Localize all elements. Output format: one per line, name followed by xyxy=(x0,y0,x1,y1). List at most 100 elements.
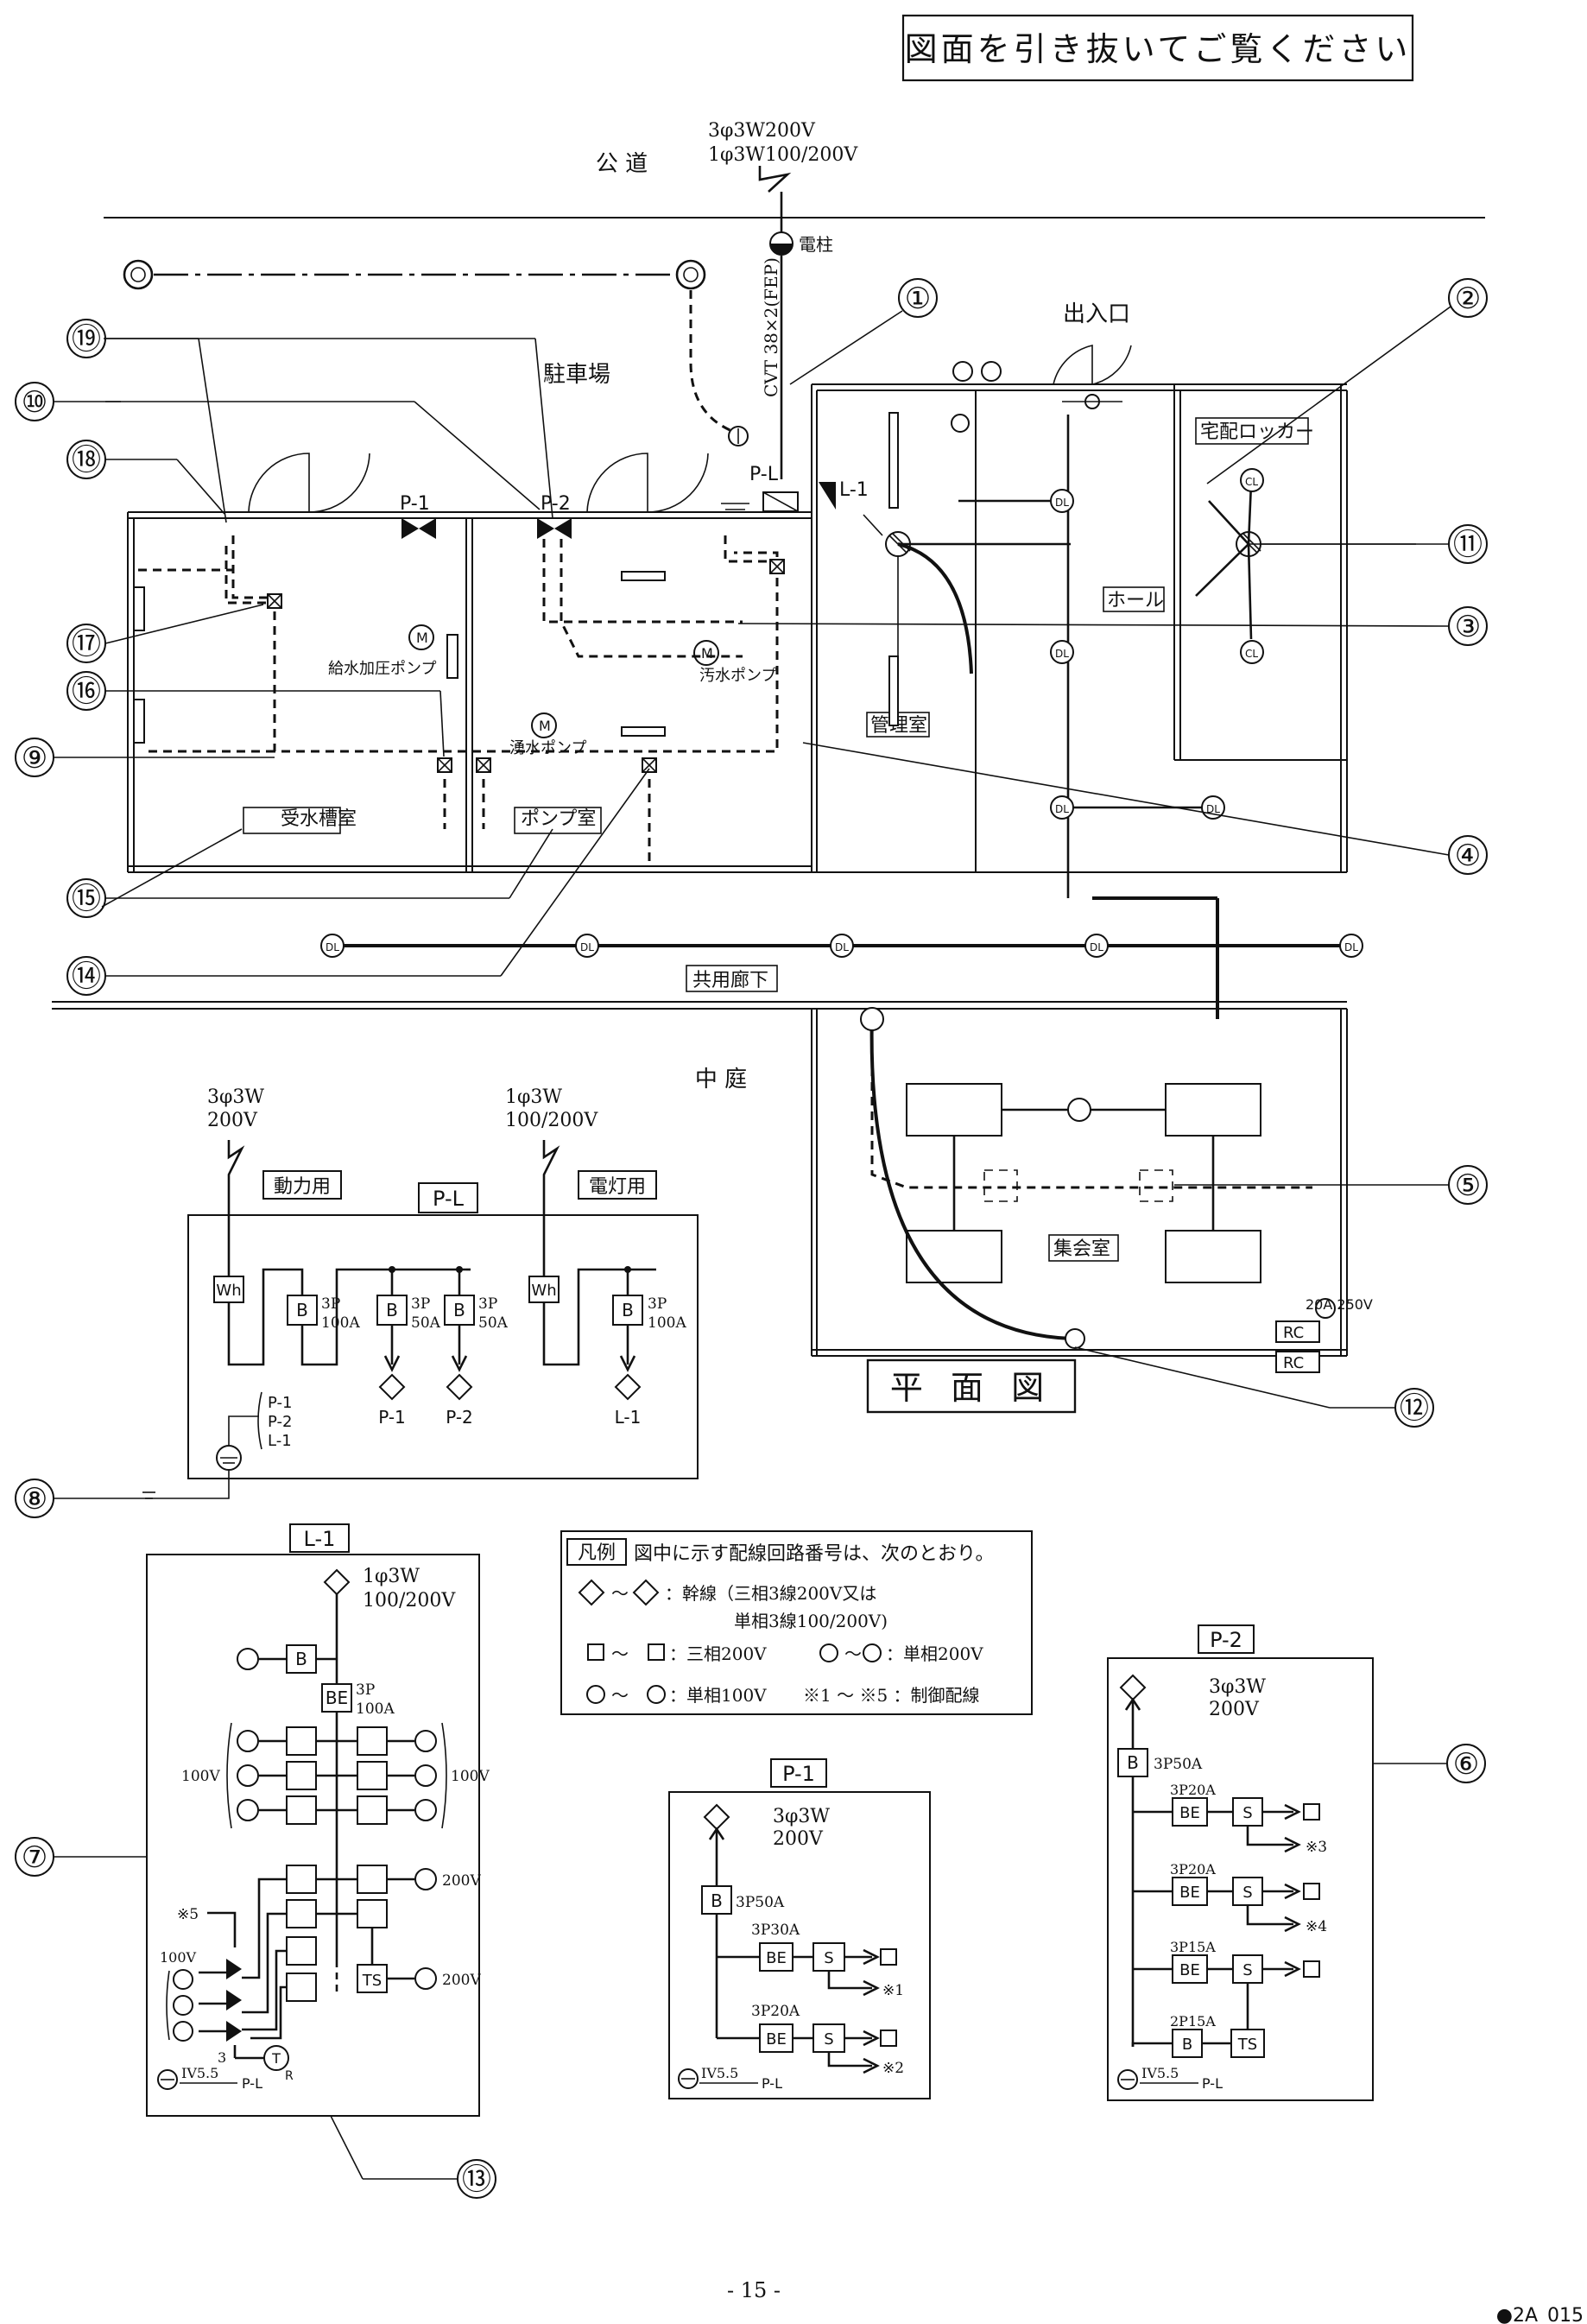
meeting-room-label: 集会室 xyxy=(1053,1238,1110,1260)
svg-text:3φ3W: 3φ3W xyxy=(207,1086,264,1108)
svg-text:200V: 200V xyxy=(773,1828,824,1850)
svg-text:P-2: P-2 xyxy=(541,493,571,515)
svg-text:DL: DL xyxy=(1055,648,1069,660)
callout-markers: ① ② ③ ④ ⑤ ⑥ ⑦ ⑧ ⑨ ⑩ ⑪ ⑫ ⑬ ⑭ ⑮ ⑯ ⑰ ⑱ ⑲ xyxy=(15,278,1488,2199)
svg-text:P-2: P-2 xyxy=(268,1413,292,1431)
svg-text:DL: DL xyxy=(835,941,849,953)
svg-text:⑨: ⑨ xyxy=(22,741,47,776)
svg-text:100A: 100A xyxy=(648,1314,686,1332)
svg-text:3P30A: 3P30A xyxy=(751,1922,800,1939)
svg-text:～: ～ xyxy=(611,1643,629,1664)
svg-text:1φ3W: 1φ3W xyxy=(505,1086,562,1108)
svg-text:TS: TS xyxy=(1237,2036,1257,2054)
svg-text:DL: DL xyxy=(1344,941,1358,953)
svg-text:②: ② xyxy=(1455,282,1481,316)
gate-light-right xyxy=(675,259,706,290)
svg-text:1φ3W: 1φ3W xyxy=(363,1566,420,1587)
corridor-label: 共用廊下 xyxy=(692,970,768,991)
svg-text:単相3線100/200V): 単相3線100/200V) xyxy=(734,1611,888,1631)
pump-room-wiring xyxy=(231,535,779,753)
svg-text:200V: 200V xyxy=(442,1872,481,1890)
gate-light-left xyxy=(123,259,154,290)
svg-text:P-2: P-2 xyxy=(1210,1628,1242,1652)
service-drop xyxy=(758,166,792,193)
pump-p1: P-1 給水加圧ポンプ M xyxy=(328,493,436,678)
svg-text:IV5.5: IV5.5 xyxy=(181,2065,218,2081)
svg-text:⑱: ⑱ xyxy=(72,443,101,478)
panel-p2-diagram: P-2 3φ3W 200V B 3P50A 3P20A 3P20A 3P15A … xyxy=(1107,1624,1374,2101)
svg-text:P-L: P-L xyxy=(749,464,779,485)
svg-text:⑤: ⑤ xyxy=(1455,1168,1481,1203)
svg-text:Wh: Wh xyxy=(216,1282,241,1300)
panel-pl-diagram: P-L 3φ3W 200V 1φ3W 100/200V 動力用 電灯用 Wh W… xyxy=(142,1086,699,1499)
svg-text:BE: BE xyxy=(1179,1884,1200,1902)
svg-text:M: M xyxy=(539,718,551,734)
svg-text:T: T xyxy=(271,2050,281,2067)
svg-text:④: ④ xyxy=(1455,839,1481,873)
svg-text:B: B xyxy=(295,1649,307,1669)
svg-text:DL: DL xyxy=(1055,497,1069,509)
svg-text:DL: DL xyxy=(1090,941,1103,953)
svg-text:100/200V: 100/200V xyxy=(363,1590,456,1612)
svg-text:200V: 200V xyxy=(1209,1699,1260,1720)
svg-text:DL: DL xyxy=(326,941,339,953)
svg-text:：三相200V: ：三相200V xyxy=(669,1643,767,1664)
svg-text:B: B xyxy=(1182,2036,1192,2054)
svg-text:電柱: 電柱 xyxy=(799,234,833,255)
svg-text:3P: 3P xyxy=(356,1681,375,1699)
svg-text:※3: ※3 xyxy=(1306,1839,1327,1856)
svg-text:S: S xyxy=(824,1949,833,1967)
main-building xyxy=(811,383,1348,873)
svg-text:電灯用: 電灯用 xyxy=(589,1176,646,1198)
fluorescent-light xyxy=(621,726,666,737)
svg-text:3P50A: 3P50A xyxy=(1154,1756,1203,1773)
svg-text:⑬: ⑬ xyxy=(462,2163,491,2197)
svg-text:3φ3W: 3φ3W xyxy=(1209,1676,1266,1698)
svg-text:L-1: L-1 xyxy=(304,1527,336,1551)
svg-text:3P20A: 3P20A xyxy=(1170,1861,1216,1878)
svg-text:※1: ※1 xyxy=(882,1982,904,1999)
svg-text:100A: 100A xyxy=(321,1314,360,1332)
svg-text:3P20A: 3P20A xyxy=(751,2003,800,2020)
hall-wiring: DL DL DL DL CL CL xyxy=(863,415,1416,898)
svg-text:CL: CL xyxy=(1245,476,1258,488)
ground-outlet xyxy=(728,426,749,446)
svg-text:3P: 3P xyxy=(321,1295,340,1313)
svg-text:B: B xyxy=(711,1890,723,1911)
svg-text:B: B xyxy=(622,1300,634,1320)
svg-text:B: B xyxy=(386,1300,398,1320)
svg-text:S: S xyxy=(1242,1961,1252,1979)
meeting-room xyxy=(860,1007,1312,1349)
svg-text:動力用: 動力用 xyxy=(274,1176,331,1198)
svg-text:⑪: ⑪ xyxy=(1453,528,1483,562)
svg-text:L-1: L-1 xyxy=(615,1407,642,1428)
svg-text:：単相200V: ：単相200V xyxy=(886,1643,983,1664)
svg-text:BE: BE xyxy=(1179,1961,1200,1979)
svg-text:⑫: ⑫ xyxy=(1400,1391,1429,1426)
corridor xyxy=(52,1001,1348,1357)
svg-text:IV5.5: IV5.5 xyxy=(1141,2065,1179,2081)
svg-text:L-1: L-1 xyxy=(268,1432,292,1450)
svg-text:P-1: P-1 xyxy=(378,1407,406,1428)
svg-text:DL: DL xyxy=(580,941,594,953)
utility-pole: 電柱 xyxy=(769,231,833,256)
svg-text:RC: RC xyxy=(1283,1354,1304,1372)
panel-pl-location: P-L xyxy=(721,464,799,512)
locker-label: 宅配ロッカー xyxy=(1200,421,1314,443)
svg-text:※5: ※5 xyxy=(177,1906,199,1923)
svg-text:※4: ※4 xyxy=(1306,1918,1327,1935)
svg-text:3φ3W: 3φ3W xyxy=(773,1806,830,1827)
junction-box xyxy=(267,559,785,773)
svg-text:100V: 100V xyxy=(451,1768,490,1785)
svg-text:50A: 50A xyxy=(478,1314,509,1332)
svg-text:①: ① xyxy=(905,282,931,316)
svg-text:P-1: P-1 xyxy=(400,493,430,515)
corridor-downlights: DL DL DL DL DL xyxy=(320,896,1363,1019)
svg-text:BE: BE xyxy=(326,1688,348,1708)
panel-p1-diagram: P-1 3φ3W 200V B 3P50A 3P30A 3P20A BE BE … xyxy=(668,1758,931,2099)
header-note: 図面を引き抜いてご覧ください xyxy=(901,14,1414,82)
svg-text:B: B xyxy=(296,1300,308,1320)
svg-text:3P20A: 3P20A xyxy=(1170,1782,1216,1798)
svg-text:P-L: P-L xyxy=(433,1187,465,1211)
